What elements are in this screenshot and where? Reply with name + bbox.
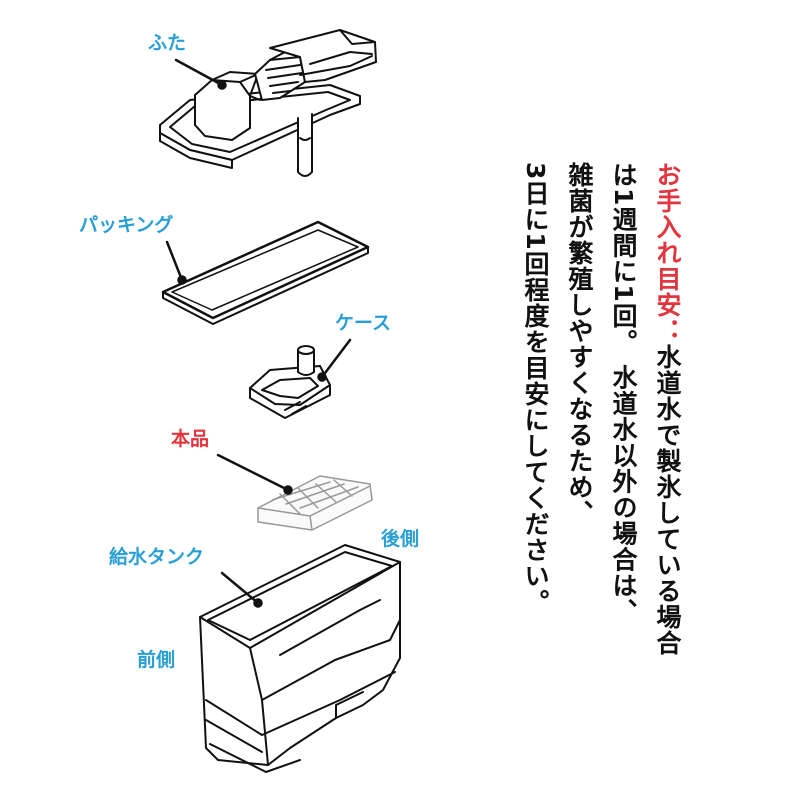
notice-line-1: お手入れ目安：水道水で製氷している場合	[653, 162, 682, 656]
label-back-side: 後側	[381, 528, 420, 550]
label-main-unit: 本品	[171, 428, 210, 450]
lid-illustration	[159, 29, 377, 177]
label-case: ケース	[335, 312, 392, 334]
notice-line-3: 雑菌が繁殖しやすくなるため、	[565, 162, 594, 526]
leader-lines	[165, 58, 352, 608]
filter-illustration	[257, 475, 373, 531]
notice-line-1-text: 水道水で製氷している場合	[653, 344, 682, 656]
notice-line-4: 3日に1回程度を目安にしてください。	[521, 162, 550, 615]
label-packing: パッキング	[79, 214, 174, 236]
case-illustration	[249, 345, 331, 419]
notice-heading: お手入れ目安：	[653, 162, 682, 344]
label-lid: ふた	[148, 32, 187, 54]
label-front-side: 前側	[137, 649, 176, 671]
packing-illustration	[161, 220, 370, 325]
notice-line-2: は1週間に1回。 水道水以外の場合は、	[609, 162, 638, 625]
label-water-tank: 給水タンク	[109, 546, 205, 568]
water-tank-illustration	[199, 544, 401, 773]
